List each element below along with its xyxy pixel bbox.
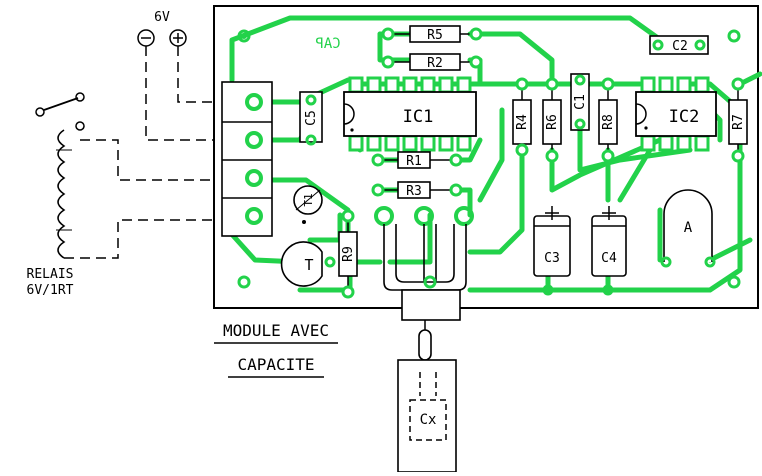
resistor-r6: R6 <box>542 77 562 163</box>
terminal-block <box>221 81 273 237</box>
capacitor-c5: C5 <box>299 91 323 146</box>
relay-coil-icon <box>57 129 66 259</box>
relay-label-line2: 6V/1RT <box>27 283 74 298</box>
resistor-r9: R9 <box>338 209 358 299</box>
minus-wire <box>145 46 232 141</box>
r2-label: R2 <box>427 56 443 71</box>
resistor-r2: R2 <box>381 53 483 71</box>
supply-voltage-label: 6V <box>154 10 170 25</box>
ic2: IC2 <box>635 76 717 152</box>
r8-label: R8 <box>601 114 616 130</box>
c4-label: C4 <box>601 251 617 266</box>
r3-label: R3 <box>406 184 422 199</box>
transistor-t: T <box>280 241 336 287</box>
r1-label: R1 <box>406 154 422 169</box>
r4-label: R4 <box>515 114 530 130</box>
capacitor-c3: C3 <box>533 206 571 296</box>
r7-label: R7 <box>731 114 746 130</box>
supply-terminals: 6V <box>137 10 232 141</box>
cx-label: Cx <box>420 412 437 428</box>
resistor-r3: R3 <box>371 181 463 199</box>
r9-label: R9 <box>341 246 356 262</box>
ic1-label: IC1 <box>403 107 434 127</box>
ic1: IC1 <box>343 76 477 152</box>
t-label: T <box>304 256 313 274</box>
ic2-label: IC2 <box>669 107 700 127</box>
r6-label: R6 <box>545 114 560 130</box>
c2-label: C2 <box>672 39 688 54</box>
relay: RELAIS 6V/1RT <box>27 92 232 298</box>
component-a: A <box>660 189 716 268</box>
a-label: A <box>684 220 693 236</box>
plus-wire <box>177 46 232 103</box>
c1-label: C1 <box>573 94 588 110</box>
resistor-r1: R1 <box>371 151 463 169</box>
t1-label: T1 <box>302 193 315 206</box>
relay-label-line1: RELAIS <box>27 267 74 282</box>
probe-connector <box>374 206 474 321</box>
capacitor-c1: C1 <box>570 73 590 131</box>
caption-line1: MODULE AVEC <box>223 321 329 340</box>
caption-line2: CAPACITE <box>237 355 314 374</box>
c5-label: C5 <box>304 110 319 126</box>
relay-contact-icon <box>35 107 45 117</box>
thermistor-t1: T1 <box>293 185 323 224</box>
resistor-r5: R5 <box>381 25 483 43</box>
r5-label: R5 <box>427 28 443 43</box>
capacitor-c4: C4 <box>591 206 627 296</box>
resistor-r4: R4 <box>512 77 532 157</box>
resistor-r8: R8 <box>598 77 618 163</box>
cap-mark: CAP <box>315 36 340 52</box>
probe-cx: Cx <box>397 320 457 473</box>
caption: MODULE AVEC CAPACITE <box>214 321 338 378</box>
c3-label: C3 <box>544 251 560 266</box>
capacitor-c2: C2 <box>649 35 709 55</box>
resistor-r7: R7 <box>728 77 748 163</box>
